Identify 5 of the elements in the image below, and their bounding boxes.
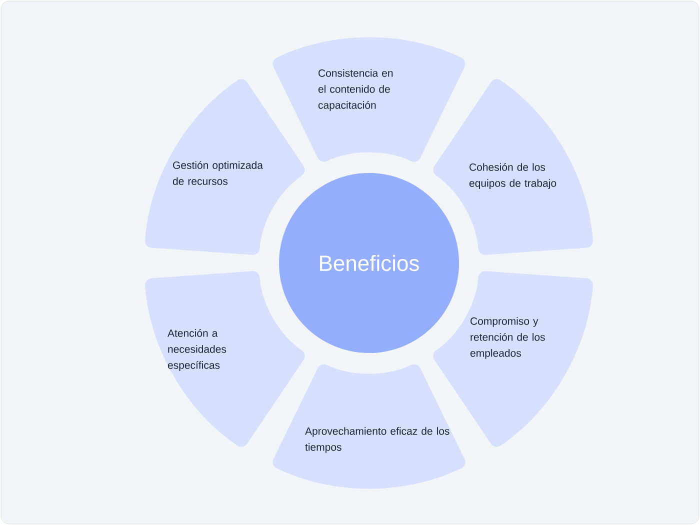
ring-segment: Aprovechamiento eficaz de los tiempos: [272, 364, 466, 489]
ring-segment: Atención a necesidades específicas: [145, 271, 305, 447]
ring-segment: Consistencia en el contenido de capacitación: [272, 37, 466, 162]
ring-segment: Gestión optimizada de recursos: [145, 79, 305, 255]
ring-segment: Cohesión de los equipos de trabajo: [433, 79, 593, 255]
